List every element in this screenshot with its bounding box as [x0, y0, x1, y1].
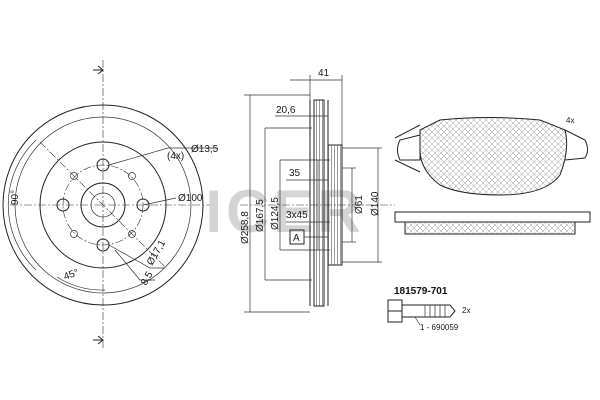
- angle-45-arc: [56, 276, 106, 291]
- angle-90-label: 90°: [10, 190, 21, 205]
- vent-band: [313, 99, 325, 307]
- leader-bolt: [108, 147, 218, 166]
- dim-8-5: 8,5: [139, 270, 156, 288]
- chamfer-label: 3x45: [286, 210, 308, 221]
- pad-backplate-side: [394, 211, 591, 223]
- arrow-mark: [93, 65, 104, 75]
- disc-section-view: 41 20,6: [240, 68, 395, 313]
- pcd-dim: Ø100: [178, 193, 203, 204]
- bolt-qty-label: (4x): [167, 151, 184, 162]
- pad-ear-left: [397, 134, 421, 161]
- leader-17: [108, 244, 165, 269]
- bolt-part: [387, 299, 456, 326]
- leader-pcd: [142, 197, 177, 206]
- dia-167-5-label: Ø167,5: [255, 199, 266, 232]
- datum-label: A: [293, 233, 300, 244]
- brake-pad: [394, 117, 591, 235]
- pad-qty-label: 4x: [566, 116, 574, 125]
- bolt-shank: [402, 304, 456, 318]
- locating-hole: [70, 230, 78, 238]
- hat-depth-35-label: 35: [289, 168, 301, 179]
- locating-hole: [70, 172, 78, 180]
- dia-61-label: Ø61: [354, 195, 365, 214]
- angle-45-label: 45°: [62, 267, 80, 283]
- part-number: 181579-701: [394, 286, 448, 297]
- pad-friction-material: [419, 117, 568, 196]
- arrow-mark: [93, 335, 104, 345]
- bolt-hole-dim: Ø13,5: [191, 144, 219, 155]
- dia-258-8-label: Ø258,8: [240, 211, 251, 244]
- pad-friction-side: [404, 221, 576, 235]
- width-41-label: 41: [318, 68, 330, 79]
- bolt-ref-label: 1 - 690059: [420, 323, 459, 332]
- diagonal-centerline: [39, 141, 167, 269]
- disc-front-view: [2, 60, 218, 350]
- dia-124-5-label: Ø124,5: [270, 197, 281, 230]
- locating-hole: [128, 230, 136, 238]
- angle-90-arc: [7, 139, 37, 271]
- bolt-qty-label: 2x: [462, 306, 470, 315]
- locating-hole: [128, 172, 136, 180]
- flange-20-6-label: 20,6: [276, 105, 296, 116]
- dim-17-1: Ø17,1: [145, 238, 168, 267]
- dia-140-label: Ø140: [370, 191, 381, 216]
- leader-85: [114, 249, 155, 281]
- pad-ear-right: [564, 129, 588, 161]
